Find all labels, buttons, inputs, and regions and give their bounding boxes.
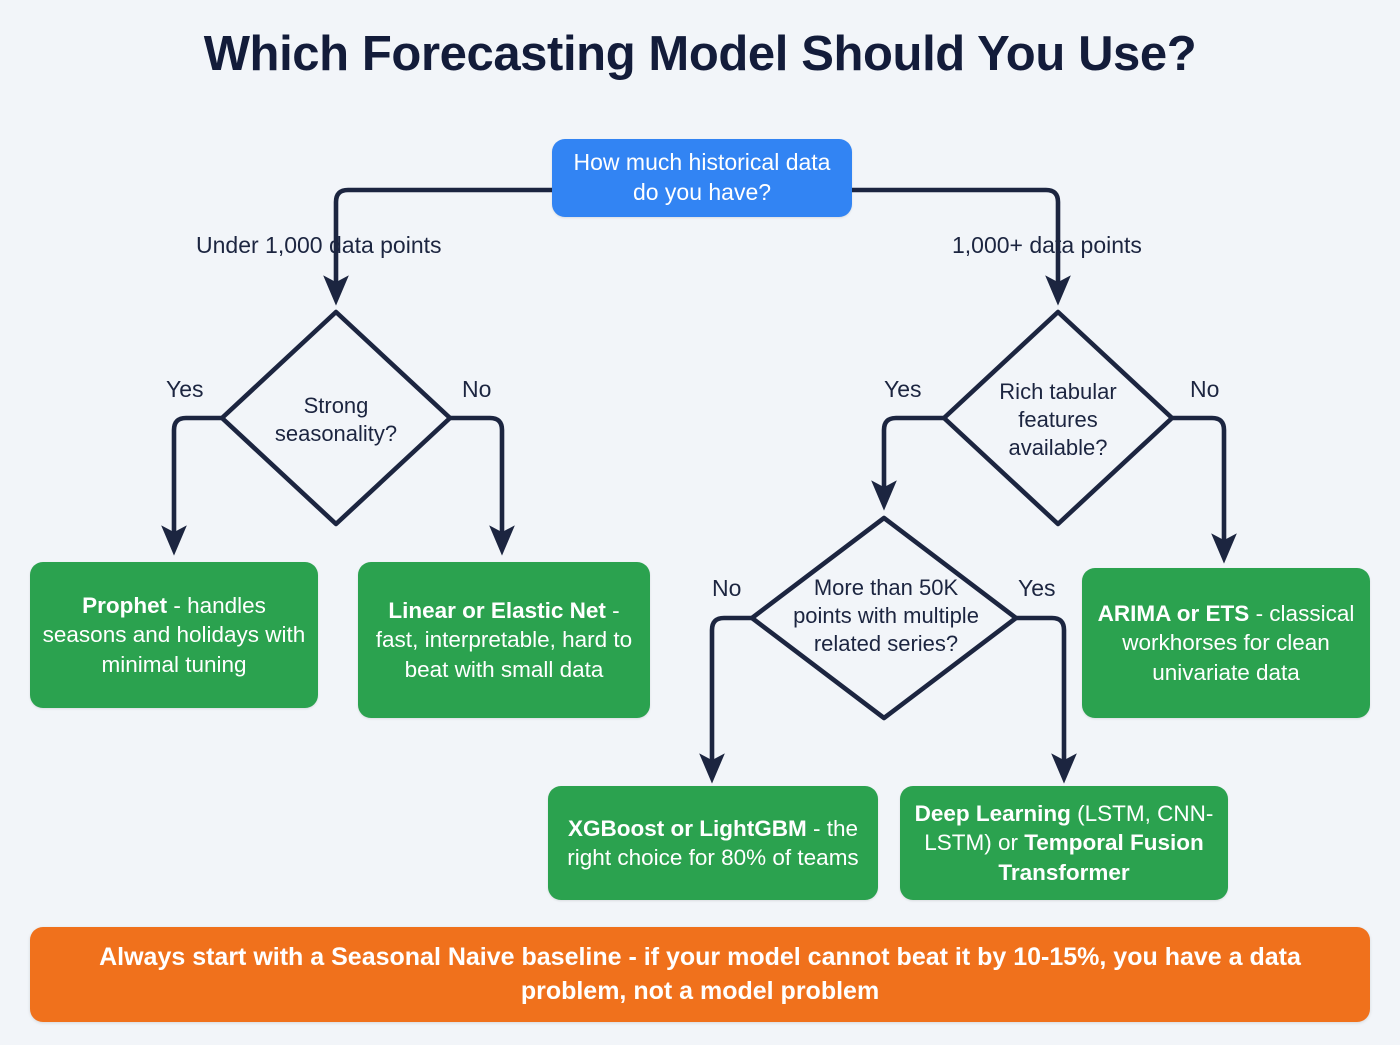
wire-d3-yes [1016, 615, 1077, 784]
decision-2-line-2: features [1018, 406, 1098, 432]
decision-2-line-1: Rich tabular [999, 378, 1117, 404]
outcome-arima-bold: ARIMA or ETS [1097, 601, 1250, 627]
footer-banner: Always start with a Seasonal Naive basel… [30, 927, 1370, 1022]
decision-rich-tabular-features[interactable]: Rich tabular features available? [968, 372, 1148, 468]
outcome-prophet-bold: Prophet [82, 593, 168, 619]
edge-label-d2-yes: Yes [884, 376, 922, 402]
decision-more-than-50k-points[interactable]: More than 50K points with multiple relat… [784, 568, 988, 664]
outcome-dl-mid: (LSTM, CNN-LSTM) or [924, 801, 1214, 856]
footer-banner-text: Always start with a Seasonal Naive basel… [99, 942, 1301, 1005]
node-root-historical-data[interactable]: How much historical data do you have? [552, 139, 852, 217]
outcome-xgboost-rest: - the right choice for 80% of teams [567, 815, 859, 870]
diamond-1-outline [219, 309, 453, 527]
edge-label-1000-plus: 1,000+ data points [952, 232, 1142, 258]
decision-3-line-1: More than 50K [813, 574, 959, 600]
diamond-3-outline [749, 515, 1019, 721]
outcome-linear-elastic-net-label: Linear or Elastic Net - fast, interpreta… [358, 596, 650, 684]
outcome-xgboost-label: XGBoost or LightGBM - the right choice f… [548, 814, 878, 873]
outcome-xgboost-lightgbm[interactable]: XGBoost or LightGBM - the right choice f… [548, 786, 878, 900]
decision-1-line-2: seasonality? [274, 421, 398, 446]
outcome-prophet[interactable]: Prophet - handles seasons and holidays w… [30, 562, 318, 708]
edge-label-d1-no: No [462, 376, 492, 402]
wire-d1-yes [161, 415, 222, 556]
edge-label-under-1000: Under 1,000 data points [196, 232, 442, 258]
outcome-deep-learning[interactable]: Deep Learning (LSTM, CNN-LSTM) or Tempor… [900, 786, 1228, 900]
edge-label-d3-no: No [712, 575, 742, 601]
outcome-prophet-rest: - handles seasons and holidays with mini… [42, 593, 306, 677]
edge-label-d2-no: No [1190, 376, 1220, 402]
decision-strong-seasonality[interactable]: Strong seasonality? [246, 385, 426, 455]
edge-label-d3-yes: Yes [1018, 575, 1056, 601]
outcome-arima-ets[interactable]: ARIMA or ETS - classical workhorses for … [1082, 568, 1370, 718]
decision-3-line-3: related series? [813, 631, 959, 657]
wire-d2-yes [871, 415, 944, 511]
wire-d3-no [699, 615, 752, 784]
outcome-linear-rest: - fast, interpretable, hard to beat with… [375, 598, 633, 682]
outcome-prophet-label: Prophet - handles seasons and holidays w… [30, 591, 318, 679]
decision-2-line-3: available? [1008, 435, 1108, 461]
outcome-linear-elastic-net[interactable]: Linear or Elastic Net - fast, interpreta… [358, 562, 650, 718]
outcome-linear-bold: Linear or Elastic Net [388, 598, 606, 624]
outcome-deep-learning-label: Deep Learning (LSTM, CNN-LSTM) or Tempor… [900, 799, 1228, 887]
outcome-dl-bold-2: Temporal Fusion Transformer [998, 830, 1204, 885]
decision-1-line-1: Strong [303, 392, 369, 418]
decision-3-line-2: points with multiple [793, 602, 979, 628]
wire-d2-no [1172, 415, 1237, 564]
page-title: Which Forecasting Model Should You Use? [203, 27, 1197, 81]
outcome-arima-ets-label: ARIMA or ETS - classical workhorses for … [1082, 599, 1370, 687]
outcome-xgboost-bold: XGBoost or LightGBM [567, 815, 807, 841]
edge-label-d1-yes: Yes [166, 376, 204, 402]
outcome-dl-bold-1: Deep Learning [914, 801, 1071, 827]
outcome-arima-rest: - classical workhorses for clean univari… [1122, 601, 1355, 685]
diamond-2-outline [941, 309, 1175, 527]
wire-d1-no [450, 415, 515, 556]
node-root-label: How much historical data do you have? [573, 149, 831, 205]
